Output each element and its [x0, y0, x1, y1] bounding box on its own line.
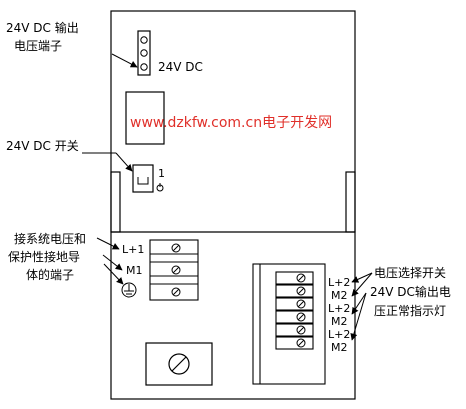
right-terminal-label: M2 [331, 289, 348, 302]
right-terminal-label: L+2 [328, 302, 350, 315]
right-terminal-label: M2 [331, 315, 348, 328]
selector-title-1: 电压选择开关 [374, 266, 446, 280]
right-terminal-label: L+2 [328, 276, 350, 289]
output-terminal-block [252, 263, 326, 385]
selector-title-2: 24V DC输出电 [370, 284, 451, 299]
left-terminal-label: L+1 [122, 243, 144, 256]
output-terminal-title-2: 电压端子 [14, 39, 62, 53]
output-terminal-strip [137, 30, 151, 76]
right-terminal-label: L+2 [328, 328, 350, 341]
power-symbol-icon [156, 183, 164, 192]
display-window [125, 91, 165, 145]
rotary-selector[interactable] [145, 342, 213, 386]
supply-terminal-block [149, 239, 199, 301]
switch-title: 24V DC 开关 [6, 139, 79, 153]
power-switch[interactable] [132, 164, 154, 193]
module-outline [110, 10, 356, 400]
supply-terminal-title-3: 体的端子 [26, 267, 74, 282]
selector-title-3: 压正常指示灯 [374, 303, 446, 318]
watermark-text: www.dzkfw.com.cn电子开发网 [130, 115, 332, 131]
screw-terminal-icon [171, 243, 181, 297]
panel-output-label: 24V DC [158, 60, 203, 74]
leader-lines [82, 53, 373, 341]
left-terminal-label: M1 [126, 264, 143, 277]
supply-terminal-title-2: 保护性接地导 [8, 249, 80, 264]
ground-symbol-icon [121, 282, 137, 298]
supply-terminal-title-1: 接系统电压和 [14, 231, 86, 246]
switch-position-label: 1 [158, 167, 165, 180]
screw-terminal-icon [296, 273, 306, 348]
right-terminal-label: M2 [331, 341, 348, 354]
output-terminal-title-1: 24V DC 输出 [6, 20, 79, 35]
